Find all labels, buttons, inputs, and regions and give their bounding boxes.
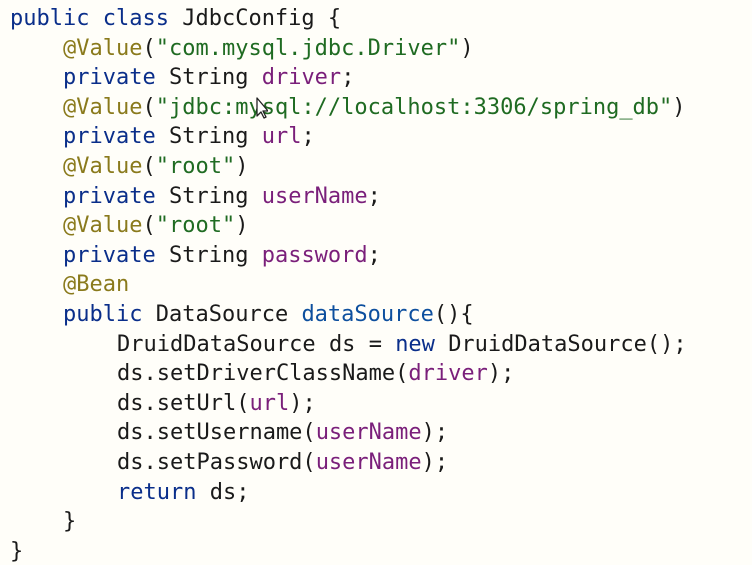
code-line-1: public class JdbcConfig {	[10, 4, 687, 34]
type-name: DruidDataSource	[117, 331, 316, 357]
field-ref: driver	[408, 361, 488, 387]
code-line-2: @Value("com.mysql.jdbc.Driver")	[10, 34, 687, 64]
code-line-8: @Value("root")	[10, 211, 687, 241]
annotation: @Value	[63, 94, 143, 120]
type-name: String	[168, 242, 249, 268]
code-line-3: private String driver;	[10, 63, 687, 93]
call-end: );	[487, 361, 515, 387]
keyword: private	[63, 183, 156, 209]
operator: =	[368, 331, 382, 357]
code-line-12: DruidDataSource ds = new DruidDataSource…	[10, 330, 687, 360]
paren: )	[460, 35, 474, 61]
annotation: @Bean	[63, 272, 130, 298]
annotation: @Value	[63, 213, 143, 239]
code-line-19: }	[10, 537, 687, 565]
call-end: );	[421, 420, 449, 446]
method-call: ds.setUrl(	[117, 390, 250, 416]
paren: (	[142, 153, 156, 179]
code-line-7: private String userName;	[10, 182, 687, 212]
type-name: String	[168, 124, 249, 150]
annotation: @Value	[63, 153, 143, 179]
paren: )	[235, 213, 249, 239]
return-value: ds;	[209, 479, 250, 505]
paren: )	[235, 153, 249, 179]
semicolon: ;	[367, 183, 381, 209]
semicolon: ;	[341, 65, 355, 91]
field-ref: userName	[315, 449, 422, 475]
method-call: ds.setPassword(	[117, 449, 316, 475]
code-line-13: ds.setDriverClassName(driver);	[10, 359, 687, 389]
code-line-16: ds.setPassword(userName);	[10, 448, 687, 478]
field-ref: userName	[315, 420, 422, 446]
brace: {	[327, 6, 342, 31]
code-line-11: public DataSource dataSource(){	[10, 300, 687, 330]
field-name: driver	[261, 65, 342, 91]
call-end: );	[289, 390, 316, 416]
keyword: public	[63, 301, 143, 327]
keyword: class	[102, 6, 169, 31]
variable: ds	[328, 331, 356, 357]
keyword: return	[117, 479, 197, 505]
string-literal: "root"	[155, 213, 236, 239]
call-end: ();	[646, 331, 687, 357]
code-line-9: private String password;	[10, 241, 687, 271]
call-end: );	[421, 449, 449, 475]
type-name: String	[168, 65, 249, 91]
annotation: @Value	[63, 35, 143, 61]
code-line-17: return ds;	[10, 478, 687, 508]
semicolon: ;	[301, 124, 315, 150]
semicolon: ;	[367, 242, 381, 268]
keyword: private	[63, 242, 156, 268]
code-line-6: @Value("root")	[10, 152, 687, 182]
paren: (	[142, 35, 156, 61]
string-literal: "com.mysql.jdbc.Driver"	[155, 35, 461, 61]
code-line-15: ds.setUsername(userName);	[10, 418, 687, 448]
keyword: private	[63, 65, 156, 91]
field-name: password	[261, 242, 368, 268]
type-name: String	[168, 183, 249, 209]
field-ref: url	[249, 390, 290, 416]
brace: }	[10, 538, 24, 564]
code-line-10: @Bean	[10, 270, 687, 300]
method-params: (){	[433, 301, 474, 327]
method-call: ds.setDriverClassName(	[117, 361, 409, 387]
paren: (	[142, 213, 156, 239]
code-block: public class JdbcConfig { @Value("com.my…	[10, 4, 687, 565]
field-name: userName	[261, 183, 368, 209]
string-literal: "jdbc:mysql://localhost:3306/spring_db"	[155, 94, 673, 120]
code-line-14: ds.setUrl(url);	[10, 389, 687, 419]
code-line-18: }	[10, 507, 687, 537]
paren: (	[142, 94, 156, 120]
class-name: JdbcConfig	[182, 6, 315, 31]
code-line-5: private String url;	[10, 122, 687, 152]
type-name: DataSource	[155, 301, 289, 327]
string-literal: "root"	[155, 153, 236, 179]
keyword: new	[395, 331, 435, 357]
keyword: private	[63, 124, 156, 150]
constructor: DruidDataSource	[448, 331, 647, 357]
method-call: ds.setUsername(	[117, 420, 316, 446]
paren: )	[672, 94, 686, 120]
field-name: url	[261, 124, 302, 150]
code-line-4: @Value("jdbc:mysql://localhost:3306/spri…	[10, 93, 687, 123]
keyword: public	[10, 6, 90, 31]
method-name: dataSource	[301, 301, 434, 327]
brace: }	[63, 509, 77, 535]
